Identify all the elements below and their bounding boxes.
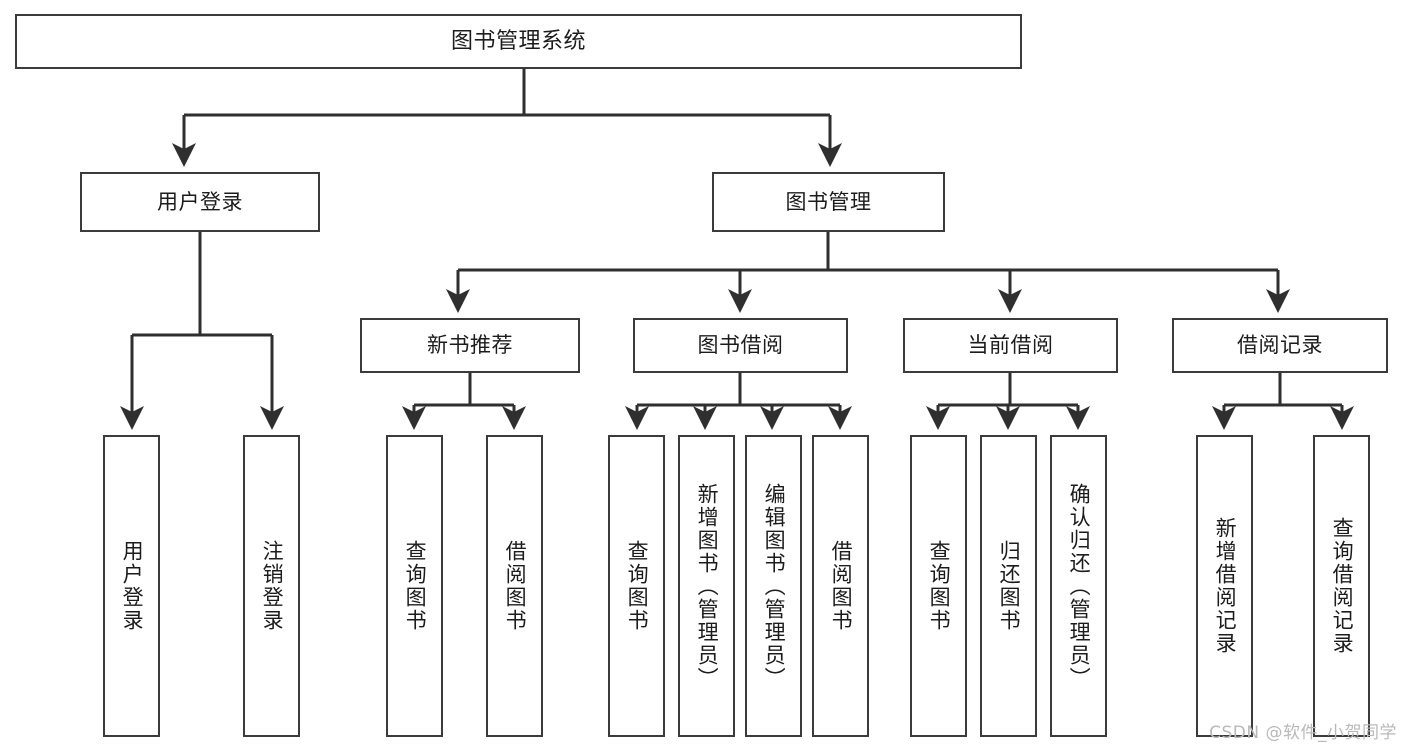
node-leaf-query-record-label: 查询借阅记录 bbox=[1330, 517, 1355, 655]
node-user-login[interactable]: 用户登录 bbox=[80, 172, 320, 232]
node-leaf-borrow-book-1-label: 借阅图书 bbox=[503, 540, 528, 632]
node-leaf-user-login-label: 用户登录 bbox=[120, 540, 145, 632]
node-leaf-query-book-3[interactable]: 查询图书 bbox=[910, 435, 967, 737]
node-leaf-edit-book[interactable]: 编辑图书（管理员） bbox=[745, 435, 802, 737]
node-leaf-add-record[interactable]: 新增借阅记录 bbox=[1196, 435, 1253, 737]
node-leaf-logout-login[interactable]: 注销登录 bbox=[243, 435, 300, 737]
watermark-text: CSDN @软件_小贺同学 bbox=[1209, 723, 1397, 743]
node-leaf-add-book[interactable]: 新增图书（管理员） bbox=[678, 435, 735, 737]
node-leaf-query-book-1-label: 查询图书 bbox=[403, 540, 428, 632]
node-leaf-user-login[interactable]: 用户登录 bbox=[103, 435, 160, 737]
node-leaf-borrow-book-2-label: 借阅图书 bbox=[829, 540, 854, 632]
node-leaf-query-book-2[interactable]: 查询图书 bbox=[608, 435, 665, 737]
node-leaf-add-book-label: 新增图书（管理员） bbox=[695, 482, 720, 690]
node-root-label: 图书管理系统 bbox=[450, 28, 586, 54]
node-user-login-label: 用户登录 bbox=[157, 189, 243, 214]
node-leaf-add-record-label: 新增借阅记录 bbox=[1213, 517, 1238, 655]
node-borrow-record[interactable]: 借阅记录 bbox=[1172, 318, 1388, 373]
node-leaf-query-book-2-label: 查询图书 bbox=[625, 540, 650, 632]
node-leaf-return-book[interactable]: 归还图书 bbox=[980, 435, 1037, 737]
node-book-borrow[interactable]: 图书借阅 bbox=[633, 318, 848, 373]
node-book-borrow-label: 图书借阅 bbox=[697, 333, 784, 358]
node-root[interactable]: 图书管理系统 bbox=[15, 14, 1022, 69]
node-borrow-record-label: 借阅记录 bbox=[1237, 333, 1323, 358]
node-leaf-edit-book-label: 编辑图书（管理员） bbox=[762, 482, 787, 690]
node-leaf-borrow-book-1[interactable]: 借阅图书 bbox=[486, 435, 543, 737]
node-leaf-logout-login-label: 注销登录 bbox=[260, 540, 285, 632]
node-leaf-confirm-return-label: 确认归还（管理员） bbox=[1067, 482, 1092, 690]
node-leaf-confirm-return[interactable]: 确认归还（管理员） bbox=[1050, 435, 1107, 737]
node-leaf-query-record[interactable]: 查询借阅记录 bbox=[1313, 435, 1370, 737]
node-new-book-recommend[interactable]: 新书推荐 bbox=[360, 318, 580, 373]
node-current-borrow-label: 当前借阅 bbox=[967, 333, 1054, 358]
node-leaf-return-book-label: 归还图书 bbox=[997, 540, 1022, 632]
node-leaf-borrow-book-2[interactable]: 借阅图书 bbox=[812, 435, 869, 737]
node-book-management[interactable]: 图书管理 bbox=[712, 172, 945, 232]
node-leaf-query-book-3-label: 查询图书 bbox=[927, 540, 952, 632]
node-current-borrow[interactable]: 当前借阅 bbox=[903, 318, 1118, 373]
node-leaf-query-book-1[interactable]: 查询图书 bbox=[386, 435, 443, 737]
node-book-management-label: 图书管理 bbox=[785, 189, 872, 214]
node-new-book-recommend-label: 新书推荐 bbox=[427, 333, 513, 358]
